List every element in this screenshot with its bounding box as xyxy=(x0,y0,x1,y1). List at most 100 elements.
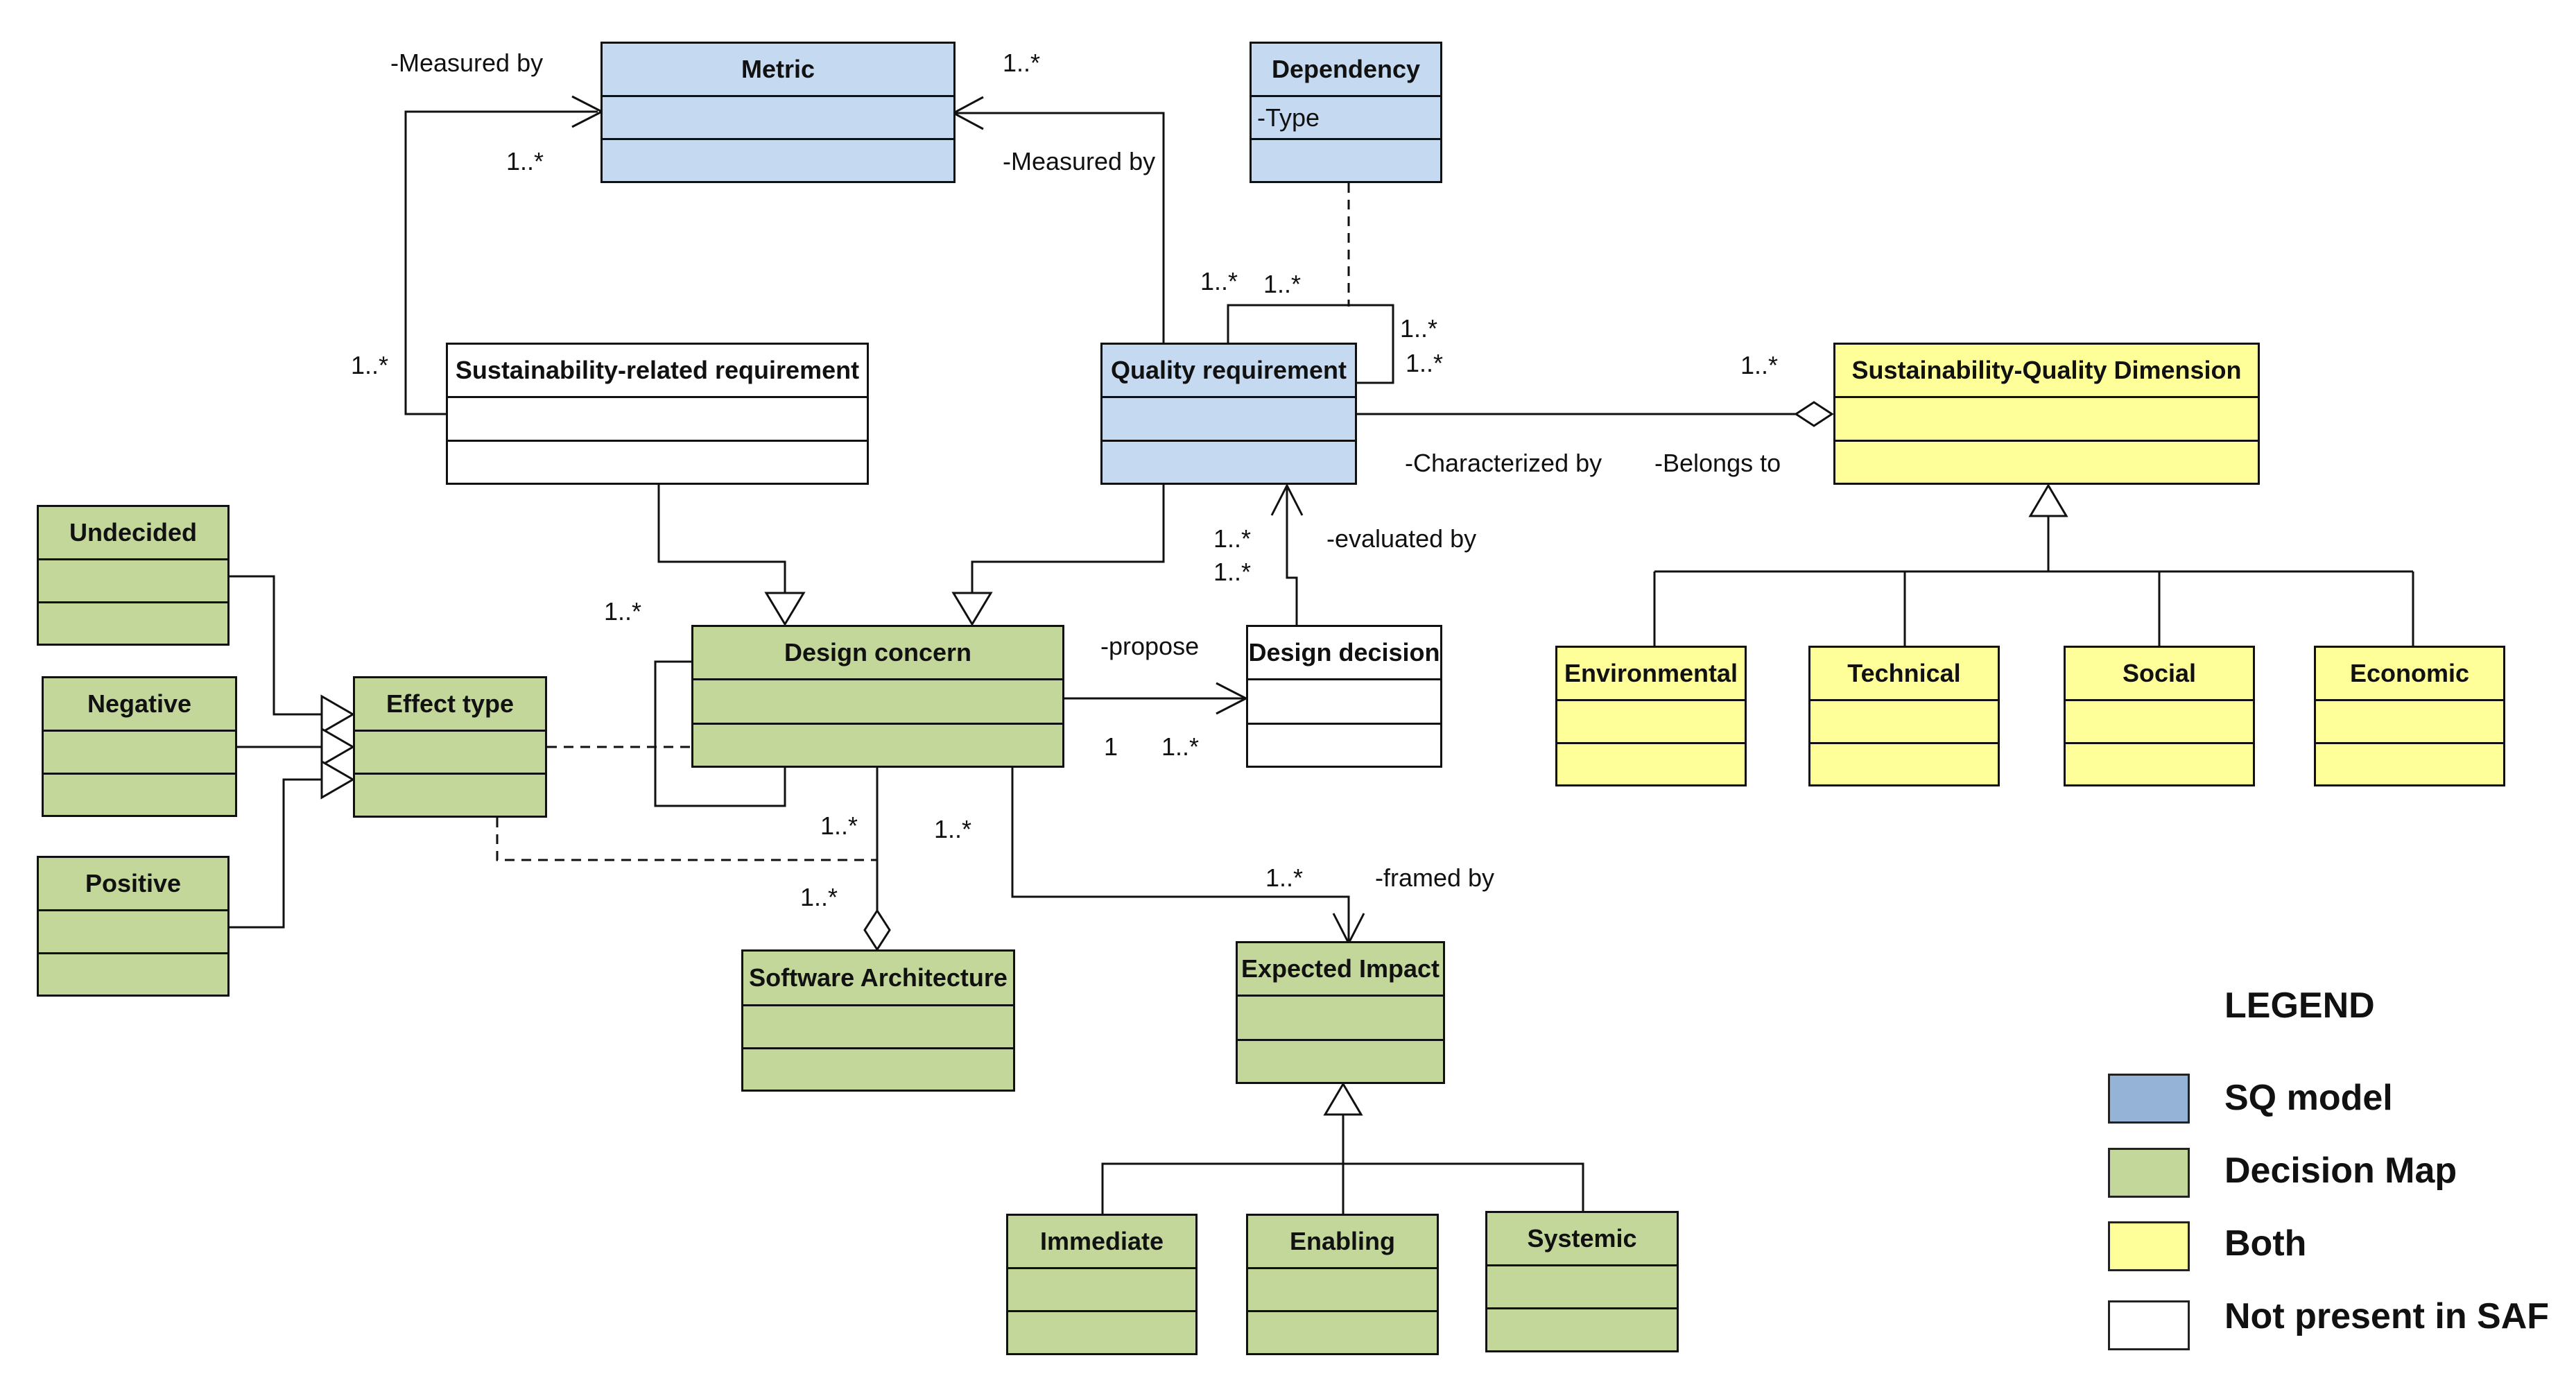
assoc-dd-qr xyxy=(1286,488,1298,626)
class-attribute-type: -Type xyxy=(1252,95,1440,138)
attributes-compartment xyxy=(1248,1267,1437,1310)
class-environmental[interactable]: Environmental xyxy=(1555,646,1747,786)
label-multiplicity: 1..* xyxy=(1200,267,1238,295)
legend-swatch-decision-map xyxy=(2108,1148,2190,1198)
label-belongs-to: -Belongs to xyxy=(1654,449,1781,477)
operations-compartment xyxy=(1248,723,1440,766)
operations-compartment xyxy=(2066,742,2253,784)
label-measured-by-right: -Measured by xyxy=(1003,147,1156,175)
assoc-sustreq-metric xyxy=(404,110,598,415)
effect-sa-dashed-link xyxy=(496,818,877,861)
class-name: Environmental xyxy=(1564,659,1738,687)
label-multiplicity: 1..* xyxy=(800,883,838,911)
dc-self-loop xyxy=(654,660,786,807)
attributes-compartment xyxy=(1008,1267,1195,1310)
class-name: Economic xyxy=(2349,659,2470,687)
gen-qr-dc xyxy=(971,484,1165,593)
attributes-compartment xyxy=(743,1004,1013,1047)
generalization-arrow-sqdim xyxy=(2028,483,2068,517)
attributes-compartment xyxy=(39,558,227,601)
label-multiplicity: 1..* xyxy=(351,351,389,379)
class-software-architecture[interactable]: Software Architecture xyxy=(741,949,1015,1092)
class-economic[interactable]: Economic xyxy=(2314,646,2505,786)
aggregation-diamond-sqdim xyxy=(1794,401,1834,427)
generalization-arrow-dc-right xyxy=(951,592,993,626)
assoc-dc-impact xyxy=(1011,768,1350,941)
operations-compartment xyxy=(693,723,1062,766)
label-multiplicity: 1..* xyxy=(1161,732,1200,761)
class-name: Software Architecture xyxy=(749,963,1008,992)
class-immediate[interactable]: Immediate xyxy=(1006,1214,1198,1355)
attributes-compartment xyxy=(448,396,867,440)
operations-compartment xyxy=(603,138,953,181)
label-multiplicity: 1..* xyxy=(1400,314,1438,343)
class-metric[interactable]: Metric xyxy=(600,42,956,183)
operations-compartment xyxy=(39,601,227,644)
class-name: Sustainability-related requirement xyxy=(455,356,860,384)
class-positive[interactable]: Positive xyxy=(37,856,230,997)
label-multiplicity: 1..* xyxy=(1265,863,1304,892)
operations-compartment xyxy=(1103,440,1355,483)
legend-label-decision-map: Decision Map xyxy=(2224,1151,2457,1191)
class-name: Social xyxy=(2122,659,2197,687)
label-multiplicity: 1..* xyxy=(604,597,642,626)
operations-compartment xyxy=(2316,742,2503,784)
class-negative[interactable]: Negative xyxy=(42,676,237,817)
class-sustainability-quality-dimension[interactable]: Sustainability-Quality Dimension xyxy=(1833,343,2260,485)
operations-compartment xyxy=(1252,138,1440,181)
label-multiplicity: 1..* xyxy=(1003,49,1041,77)
legend-swatch-sq-model xyxy=(2108,1074,2190,1124)
class-name: Technical xyxy=(1847,659,1961,687)
label-multiplicity: 1..* xyxy=(1406,349,1444,377)
class-technical[interactable]: Technical xyxy=(1808,646,2000,786)
class-enabling[interactable]: Enabling xyxy=(1246,1214,1439,1355)
operations-compartment xyxy=(1810,742,1998,784)
generalization-arrow-impact xyxy=(1323,1082,1363,1116)
legend-label-both: Both xyxy=(2224,1223,2307,1264)
operations-compartment xyxy=(1008,1310,1195,1353)
class-systemic[interactable]: Systemic xyxy=(1485,1211,1679,1352)
operations-compartment xyxy=(39,952,227,995)
operations-compartment xyxy=(1557,742,1745,784)
assoc-qr-metric xyxy=(956,112,1165,345)
attributes-compartment xyxy=(1248,678,1440,723)
operations-compartment xyxy=(1487,1307,1677,1350)
class-undecided[interactable]: Undecided xyxy=(37,505,230,646)
class-name: Positive xyxy=(85,869,182,897)
class-effect-type[interactable]: Effect type xyxy=(353,676,547,818)
attributes-compartment xyxy=(2066,699,2253,742)
generalization-arrow-effect-3 xyxy=(320,759,355,800)
attributes-compartment xyxy=(2316,699,2503,742)
class-name: Systemic xyxy=(1527,1224,1637,1253)
label-multiplicity: 1..* xyxy=(1213,558,1252,586)
class-design-concern[interactable]: Design concern xyxy=(691,625,1064,768)
attributes-compartment xyxy=(355,730,545,773)
class-name: Dependency xyxy=(1271,55,1421,83)
class-social[interactable]: Social xyxy=(2064,646,2255,786)
class-dependency[interactable]: Dependency -Type xyxy=(1250,42,1442,183)
operations-compartment xyxy=(1835,440,2258,483)
label-characterized-by: -Characterized by xyxy=(1405,449,1602,477)
class-expected-impact[interactable]: Expected Impact xyxy=(1236,941,1445,1084)
attributes-compartment xyxy=(1487,1264,1677,1307)
label-multiplicity: 1..* xyxy=(1263,270,1302,298)
aggregation-diamond-sa xyxy=(863,909,891,952)
class-name: Sustainability-Quality Dimension xyxy=(1851,356,2242,384)
qr-self-loop xyxy=(1227,304,1394,384)
label-multiplicity: 1..* xyxy=(1740,351,1779,379)
label-evaluated-by: -evaluated by xyxy=(1326,524,1477,553)
class-design-decision[interactable]: Design decision xyxy=(1246,625,1442,768)
attributes-compartment xyxy=(1810,699,1998,742)
operations-compartment xyxy=(355,773,545,816)
class-quality-requirement[interactable]: Quality requirement xyxy=(1100,343,1357,485)
label-multiplicity: 1..* xyxy=(1213,524,1252,553)
arrowhead-qr-bottom xyxy=(1270,483,1304,516)
class-sustainability-related-requirement[interactable]: Sustainability-related requirement xyxy=(446,343,869,485)
label-propose: -propose xyxy=(1100,632,1200,660)
attributes-compartment xyxy=(1557,699,1745,742)
attributes-compartment xyxy=(603,95,953,138)
operations-compartment xyxy=(1248,1310,1437,1353)
attributes-compartment xyxy=(1103,396,1355,440)
class-name: Immediate xyxy=(1039,1227,1164,1255)
